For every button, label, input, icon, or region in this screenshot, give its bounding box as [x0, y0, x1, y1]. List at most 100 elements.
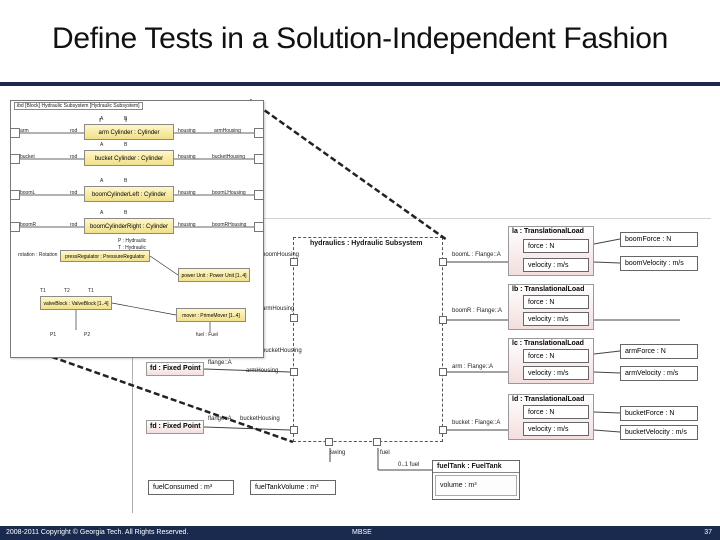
inset-fuel-label: fuel : Fuel	[196, 332, 218, 338]
hydraulics-port[interactable]	[290, 258, 298, 266]
inset-header: ibd [Block] Hydraulic Subsystem [Hydraul…	[14, 102, 143, 110]
inset-a-label: A	[100, 210, 104, 216]
load-block-d[interactable]: ld : TranslationalLoad force : N velocit…	[508, 394, 594, 440]
inset-port[interactable]	[254, 190, 264, 200]
slide-title: Define Tests in a Solution-Independent F…	[51, 22, 669, 55]
fuel-tank-block[interactable]: fuelTank : FuelTank volume : m³	[432, 460, 520, 500]
hydraulics-port[interactable]	[439, 368, 447, 376]
fixed-point-1-housing: armHousing	[246, 368, 279, 374]
load-d-force: force : N	[523, 405, 589, 419]
inset-port[interactable]	[10, 128, 20, 138]
left-port-label-3: bucketHousing	[262, 348, 302, 354]
hydraulics-block-title: hydraulics : Hydraulic Subsystem	[310, 240, 423, 247]
title-rule	[0, 82, 720, 86]
fuel-port[interactable]	[373, 438, 381, 446]
inset-ext-right-3: boomLHousing	[212, 190, 246, 196]
swing-label: swing	[330, 450, 346, 456]
footer-center: MBSE	[352, 529, 372, 536]
fuel-tank-volume-measure[interactable]: fuelTankVolume : m³	[250, 480, 336, 495]
inset-cylinder-2[interactable]: bucket Cylinder : Cylinder	[84, 150, 174, 166]
right-port-label-1: boomL : Flange::A	[452, 252, 501, 258]
fuel-label: fuel	[380, 450, 390, 456]
inset-cylinder-4[interactable]: boomCylinderRight : Cylinder	[84, 218, 174, 234]
inset-cylinder-3[interactable]: boomCylinderLeft : Cylinder	[84, 186, 174, 202]
footer-copyright: 2008-2011 Copyright © Georgia Tech. All …	[6, 529, 189, 536]
hydraulics-port[interactable]	[290, 368, 298, 376]
inset-a-label: A	[100, 116, 104, 122]
fixed-point-1-flange: flange::A	[208, 360, 232, 366]
fuel-tank-attr: volume : m³	[435, 475, 517, 496]
right-port-label-4: bucket : Flange::A	[452, 420, 501, 426]
inset-p-label: P : Hydraulic	[118, 238, 147, 244]
inset-port[interactable]	[10, 222, 20, 232]
hydraulics-port[interactable]	[439, 426, 447, 434]
inset-pressure-regulator[interactable]: pressRegulator : PressureRegulator	[60, 250, 150, 262]
inset-housing-3: housing	[178, 190, 196, 196]
inset-power-unit[interactable]: power Unit : Power Unit [1..4]	[178, 268, 250, 282]
inset-a-label: A	[100, 178, 104, 184]
inset-cylinder-1[interactable]: arm Cylinder : Cylinder	[84, 124, 174, 140]
inset-b-label: B	[124, 142, 128, 148]
inset-housing-4: housing	[178, 222, 196, 228]
load-c-velocity: velocity : m/s	[523, 366, 589, 380]
inset-prime-mover[interactable]: mover : PrimeMover [1..4]	[176, 308, 246, 322]
load-block-a[interactable]: la : TranslationalLoad force : N velocit…	[508, 226, 594, 276]
hydraulics-port[interactable]	[290, 314, 298, 322]
inset-ext-left-2: bucket	[20, 154, 35, 160]
load-block-b[interactable]: lb : TranslationalLoad force : N velocit…	[508, 284, 594, 330]
inset-t2-label: T2	[64, 288, 70, 294]
inset-t1b-label: T1	[88, 288, 94, 294]
inset-left-misc: rotation : Rotation	[18, 252, 58, 258]
inset-port[interactable]	[10, 154, 20, 164]
inset-a-label: A	[100, 142, 104, 148]
inset-port[interactable]	[254, 154, 264, 164]
fuel-connection-label: 0..1 fuel	[398, 462, 420, 468]
load-a-name: la : TranslationalLoad	[512, 228, 584, 235]
inset-rod-4: rod	[70, 222, 78, 228]
inset-b-label: B	[124, 178, 128, 184]
arm-velocity-output[interactable]: armVelocity : m/s	[620, 366, 698, 381]
inset-p1-label: P1	[50, 332, 57, 338]
load-d-name: ld : TranslationalLoad	[512, 396, 585, 403]
inset-housing-1: housing	[178, 128, 196, 134]
load-block-c[interactable]: lc : TranslationalLoad force : N velocit…	[508, 338, 594, 384]
left-port-label-1: boomHousing	[262, 252, 300, 258]
fixed-point-1[interactable]: fd : Fixed Point	[146, 362, 204, 376]
inset-ext-left-4: boomR	[20, 222, 37, 228]
inset-port[interactable]	[254, 222, 264, 232]
footer-page-number: 37	[704, 529, 712, 536]
load-b-force: force : N	[523, 295, 589, 309]
fuel-consumed-measure[interactable]: fuelConsumed : m³	[148, 480, 234, 495]
inset-p2-label: P2	[84, 332, 91, 338]
fixed-point-1-label: fd : Fixed Point	[150, 365, 201, 372]
load-c-force: force : N	[523, 349, 589, 363]
inset-rod-2: rod	[70, 154, 78, 160]
hydraulics-port[interactable]	[439, 316, 447, 324]
fixed-point-2-label: fd : Fixed Point	[150, 423, 201, 430]
hydraulics-port[interactable]	[439, 258, 447, 266]
hydraulics-block	[293, 237, 443, 442]
bucket-force-output[interactable]: bucketForce : N	[620, 406, 698, 421]
inset-t1-label: T1	[40, 288, 46, 294]
load-b-name: lb : TranslationalLoad	[512, 286, 585, 293]
inset-ext-right-1: armHousing	[214, 128, 241, 134]
right-port-label-3: arm : Flange::A	[452, 364, 494, 370]
bucket-velocity-output[interactable]: bucketVelocity : m/s	[620, 425, 698, 440]
inset-port[interactable]	[254, 128, 264, 138]
fixed-point-2[interactable]: fd : Fixed Point	[146, 420, 204, 434]
boom-velocity-output[interactable]: boomVelocity : m/s	[620, 256, 698, 271]
hydraulics-port[interactable]	[290, 426, 298, 434]
inset-b-label: B	[124, 210, 128, 216]
inset-ext-right-4: boomRHousing	[212, 222, 247, 228]
inset-port[interactable]	[10, 190, 20, 200]
load-c-name: lc : TranslationalLoad	[512, 340, 584, 347]
swing-port[interactable]	[325, 438, 333, 446]
inset-ext-right-2: bucketHousing	[212, 154, 246, 160]
inset-rod-1: rod	[70, 128, 78, 134]
inset-valve-block[interactable]: valveBlock : ValveBlock [1..4]	[40, 296, 112, 310]
inset-t-label: T : Hydraulic	[118, 245, 146, 251]
boom-force-output[interactable]: boomForce : N	[620, 232, 698, 247]
load-a-velocity: velocity : m/s	[523, 258, 589, 272]
arm-force-output[interactable]: armForce : N	[620, 344, 698, 359]
slide-footer: 2008-2011 Copyright © Georgia Tech. All …	[0, 526, 720, 540]
